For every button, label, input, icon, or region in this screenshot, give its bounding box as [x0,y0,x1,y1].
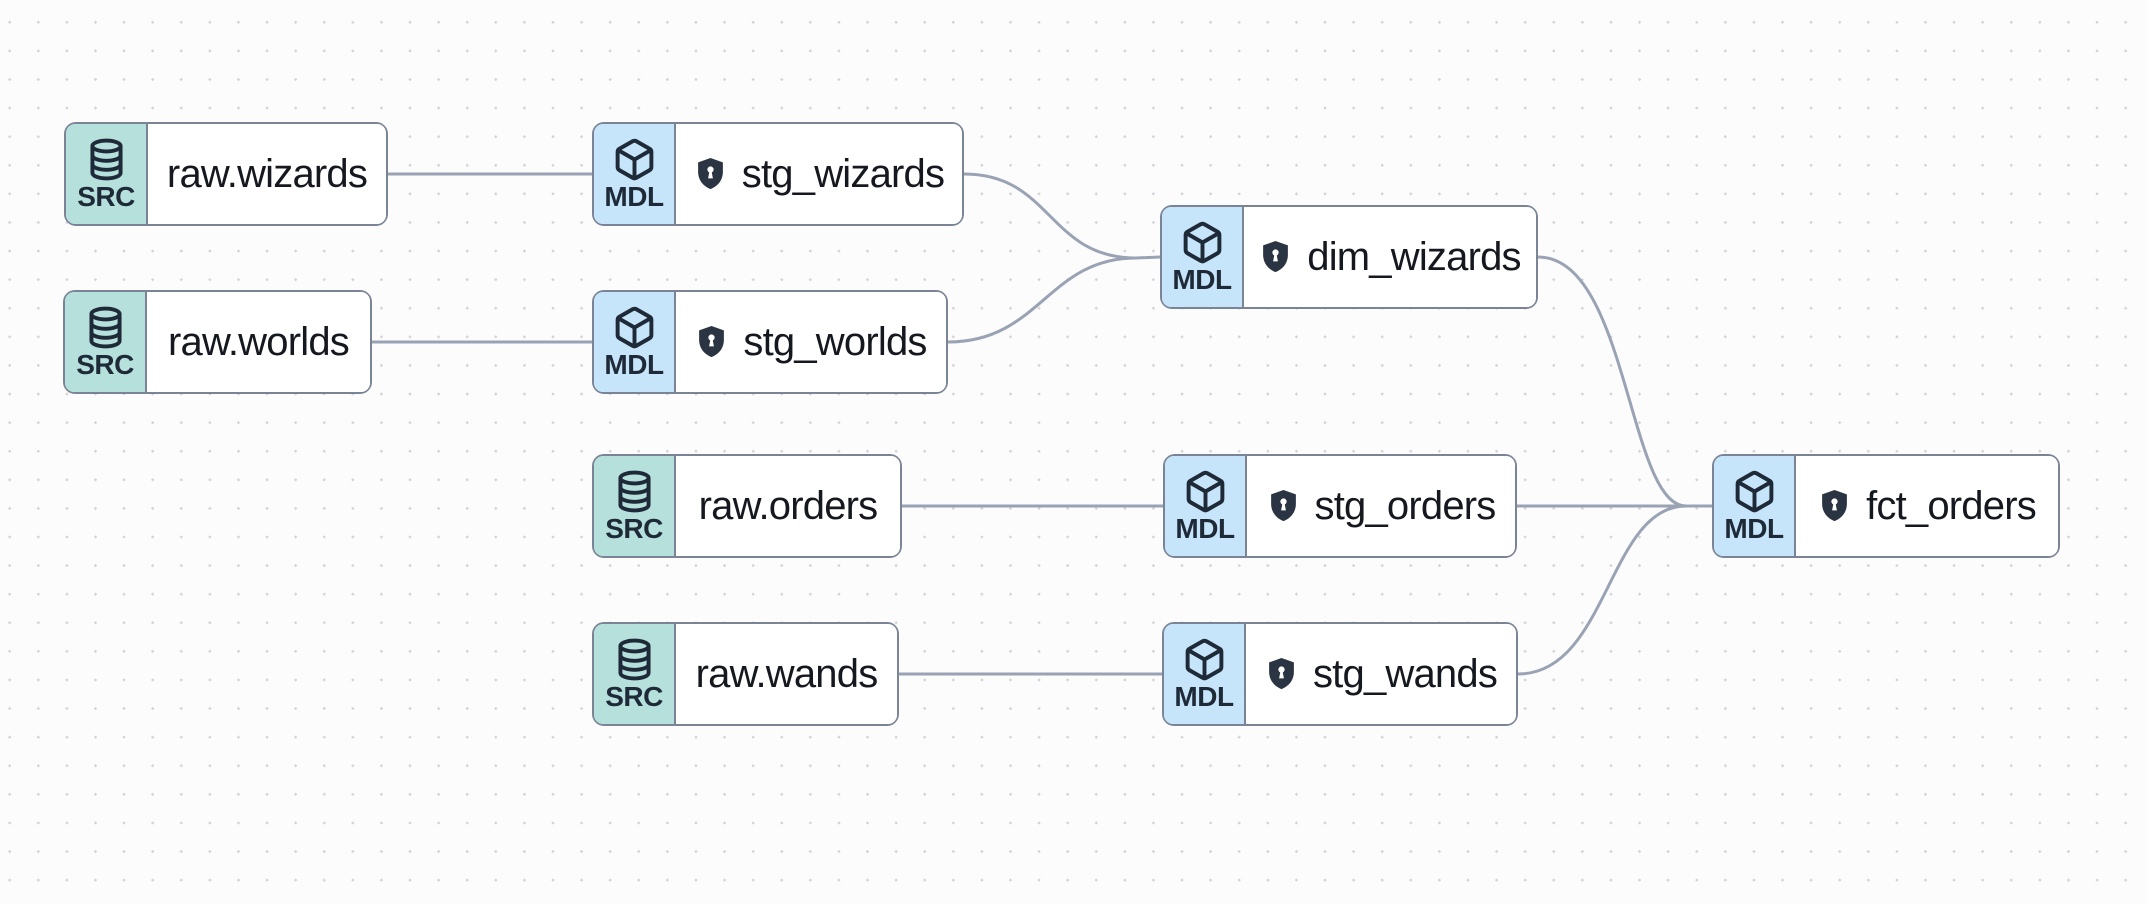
database-icon [612,637,657,682]
node-type-badge-src: SRC [65,292,147,392]
node-type-badge-mdl: MDL [594,124,676,224]
node-type-badge-mdl: MDL [1164,624,1246,724]
node-type-label: MDL [1172,264,1232,295]
cube-icon [1732,469,1777,514]
node-dim_wizards[interactable]: MDL dim_wizards [1160,205,1538,309]
node-name: raw.wizards [166,151,368,196]
database-icon [83,305,128,350]
shield-lock-icon [695,324,728,361]
shield-lock-icon [1265,656,1298,693]
node-body: stg_orders [1247,456,1515,556]
node-body: raw.wizards [148,124,386,224]
node-raw.wands[interactable]: SRC raw.wands [592,622,899,726]
node-name: stg_wands [1312,651,1498,696]
node-type-badge-mdl: MDL [1714,456,1796,556]
shield-lock-icon [1259,239,1292,276]
cube-icon [612,137,657,182]
node-type-label: MDL [604,181,664,212]
node-body: stg_worlds [676,292,946,392]
edge-stg_wands-to-fct_orders [1517,504,1687,676]
node-fct_orders[interactable]: MDL fct_orders [1712,454,2060,558]
node-type-label: MDL [1174,681,1234,712]
node-name: raw.worlds [168,319,350,364]
node-type-badge-src: SRC [594,624,676,724]
node-stg_worlds[interactable]: MDL stg_worlds [592,290,948,394]
node-name: stg_worlds [743,319,927,364]
edge-dim_wizards-to-fct_orders [1537,255,1712,508]
node-raw.orders[interactable]: SRC raw.orders [592,454,902,558]
node-body: stg_wizards [676,124,962,224]
node-body: raw.wands [676,624,897,724]
node-name: stg_orders [1314,483,1497,528]
node-body: raw.orders [676,456,900,556]
node-name: fct_orders [1866,483,2037,528]
node-name: stg_wizards [741,151,945,196]
cube-icon [1182,637,1227,682]
node-body: dim_wizards [1244,207,1536,307]
node-stg_wands[interactable]: MDL stg_wands [1162,622,1518,726]
node-body: fct_orders [1796,456,2058,556]
node-raw.worlds[interactable]: SRC raw.worlds [63,290,372,394]
database-icon [84,137,129,182]
node-type-label: MDL [604,349,664,380]
node-type-label: SRC [605,513,663,544]
node-stg_orders[interactable]: MDL stg_orders [1163,454,1517,558]
node-type-label: MDL [1175,513,1235,544]
node-type-label: SRC [76,349,134,380]
node-name: raw.orders [698,483,879,528]
edge-stg_wizards-to-dim_wizards [963,172,1161,260]
node-type-label: SRC [605,681,663,712]
node-raw.wizards[interactable]: SRC raw.wizards [64,122,388,226]
node-type-label: SRC [77,181,135,212]
shield-lock-icon [1267,488,1300,525]
node-type-label: MDL [1724,513,1784,544]
node-type-badge-mdl: MDL [1162,207,1244,307]
node-type-badge-src: SRC [594,456,676,556]
database-icon [612,469,657,514]
cube-icon [612,305,657,350]
node-body: raw.worlds [147,292,370,392]
cube-icon [1180,220,1225,265]
node-type-badge-mdl: MDL [594,292,676,392]
node-type-badge-mdl: MDL [1165,456,1247,556]
node-body: stg_wands [1246,624,1516,724]
node-name: dim_wizards [1307,234,1521,279]
node-stg_wizards[interactable]: MDL stg_wizards [592,122,964,226]
node-name: raw.wands [695,651,879,696]
shield-lock-icon [1818,488,1851,525]
shield-lock-icon [694,156,727,193]
node-type-badge-src: SRC [66,124,148,224]
cube-icon [1183,469,1228,514]
edge-stg_worlds-to-dim_wizards [947,256,1137,344]
